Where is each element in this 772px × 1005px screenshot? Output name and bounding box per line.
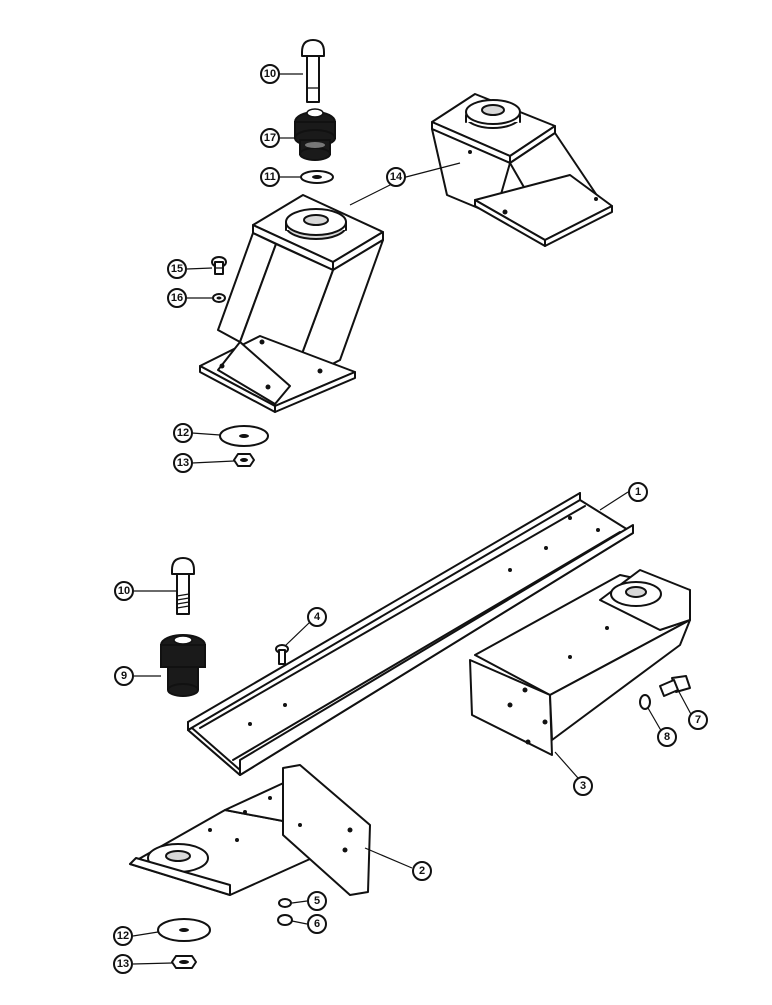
capscrew-channel — [275, 644, 289, 665]
flat-washer-bottom — [157, 918, 211, 942]
svg-text:9: 9 — [121, 670, 127, 682]
callout-17: 17 — [260, 128, 280, 148]
svg-text:4: 4 — [314, 611, 321, 623]
callout-10-mid: 10 — [114, 581, 134, 601]
svg-text:10: 10 — [264, 68, 276, 80]
svg-text:6: 6 — [314, 918, 320, 930]
callout-3: 3 — [573, 776, 593, 796]
nut-top — [233, 453, 255, 467]
svg-text:14: 14 — [390, 171, 403, 183]
callout-5: 5 — [307, 891, 327, 911]
svg-text:8: 8 — [664, 731, 670, 743]
callout-16: 16 — [167, 288, 187, 308]
svg-text:16: 16 — [171, 292, 183, 304]
bolt-mid — [171, 557, 195, 615]
capscrew-small — [211, 256, 227, 275]
svg-text:12: 12 — [177, 427, 189, 439]
channel-rail — [187, 492, 634, 776]
lockwasher-small — [212, 293, 226, 303]
callout-10-top: 10 — [260, 64, 280, 84]
svg-text:11: 11 — [264, 171, 276, 183]
svg-text:12: 12 — [117, 930, 129, 942]
svg-text:10: 10 — [118, 585, 130, 597]
callout-1: 1 — [628, 482, 648, 502]
support-bracket-right — [469, 569, 691, 756]
callout-13-bottom: 13 — [113, 954, 133, 974]
svg-text:15: 15 — [171, 263, 183, 275]
callout-15: 15 — [167, 259, 187, 279]
bolt-top — [301, 39, 325, 103]
callout-12-bottom: 12 — [113, 926, 133, 946]
svg-text:17: 17 — [264, 132, 276, 144]
callout-2: 2 — [412, 861, 432, 881]
nut-lower-small — [277, 914, 293, 926]
mount-bracket-right — [431, 93, 613, 247]
svg-text:7: 7 — [695, 714, 701, 726]
callout-12-top: 12 — [173, 423, 193, 443]
nut-bottom — [171, 955, 197, 969]
lockwasher-lower — [278, 898, 292, 908]
washer-top — [300, 170, 334, 184]
callout-14: 14 — [386, 167, 406, 187]
flat-washer-top — [219, 425, 269, 447]
callout-4: 4 — [307, 607, 327, 627]
rubber-mount-lower — [160, 634, 206, 697]
lockwasher-bracket — [639, 694, 651, 710]
capscrew-bracket — [659, 675, 691, 697]
support-bracket-left — [129, 764, 371, 896]
callout-13-top: 13 — [173, 453, 193, 473]
svg-text:2: 2 — [419, 865, 425, 877]
svg-text:1: 1 — [635, 486, 641, 498]
callout-9: 9 — [114, 666, 134, 686]
callout-11: 11 — [260, 167, 280, 187]
callout-6: 6 — [307, 914, 327, 934]
callout-8: 8 — [657, 727, 677, 747]
svg-text:13: 13 — [117, 958, 129, 970]
mount-bracket-left — [199, 194, 384, 413]
svg-text:3: 3 — [580, 780, 586, 792]
callout-7: 7 — [688, 710, 708, 730]
svg-text:5: 5 — [314, 895, 320, 907]
rubber-mount-top — [294, 108, 336, 161]
svg-text:13: 13 — [177, 457, 189, 469]
